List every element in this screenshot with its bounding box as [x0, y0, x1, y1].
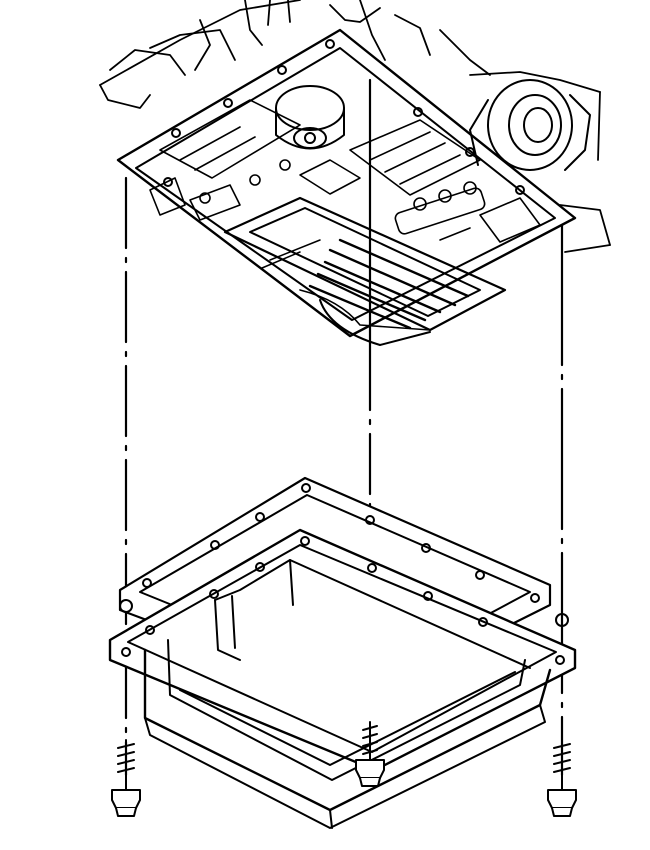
extension-housing [469, 79, 591, 171]
rail-bolt-hole [277, 65, 287, 75]
pan-bolt-hole [300, 536, 310, 546]
valve-body [149, 99, 541, 243]
bolt-icon [355, 721, 385, 787]
transmission-oil-pan [108, 528, 577, 829]
pan-bolt-hole [121, 647, 131, 657]
pan-bolt [355, 721, 385, 787]
gasket-bolt-hole [255, 512, 265, 522]
pan-bolt-hole [423, 591, 433, 601]
rail-bolt-hole [465, 147, 475, 157]
oil-filter [223, 196, 507, 346]
case-pan-rail [116, 28, 577, 338]
pan-bolt-hole [478, 617, 488, 627]
pan-bolt-hole [119, 599, 133, 613]
bolt-icon [547, 739, 577, 817]
pan-bolt-hole [255, 562, 265, 572]
rail-bolt-hole [223, 98, 233, 108]
rail-bolt-hole [325, 39, 335, 49]
rail-bolt-hole [163, 177, 173, 187]
pan-bolt-hole [209, 589, 219, 599]
filter-hatching [308, 238, 470, 330]
gasket-bolt-hole [365, 515, 375, 525]
rail-bolt-hole [413, 107, 423, 117]
pan-bolt-hole [145, 625, 155, 635]
pan-bolt-hole [367, 563, 377, 573]
pan-bolt-hole [555, 613, 569, 627]
case-housing [99, 0, 611, 253]
pan-bolt-hole [555, 655, 565, 665]
gasket-bolt-hole [210, 540, 220, 550]
bolt-icon [111, 739, 141, 817]
rail-bolt-hole [171, 128, 181, 138]
gasket-bolt-hole [530, 593, 540, 603]
rail-bolt-hole [515, 185, 525, 195]
pan-bolt [547, 739, 577, 817]
gasket-bolt-hole [142, 578, 152, 588]
transmission-assembly [99, 0, 611, 346]
gasket-bolt-hole [475, 570, 485, 580]
gasket-bolt-hole [421, 543, 431, 553]
servo-cylinder [275, 85, 345, 150]
gasket-bolt-hole [301, 483, 311, 493]
pan-bolt [111, 739, 141, 817]
